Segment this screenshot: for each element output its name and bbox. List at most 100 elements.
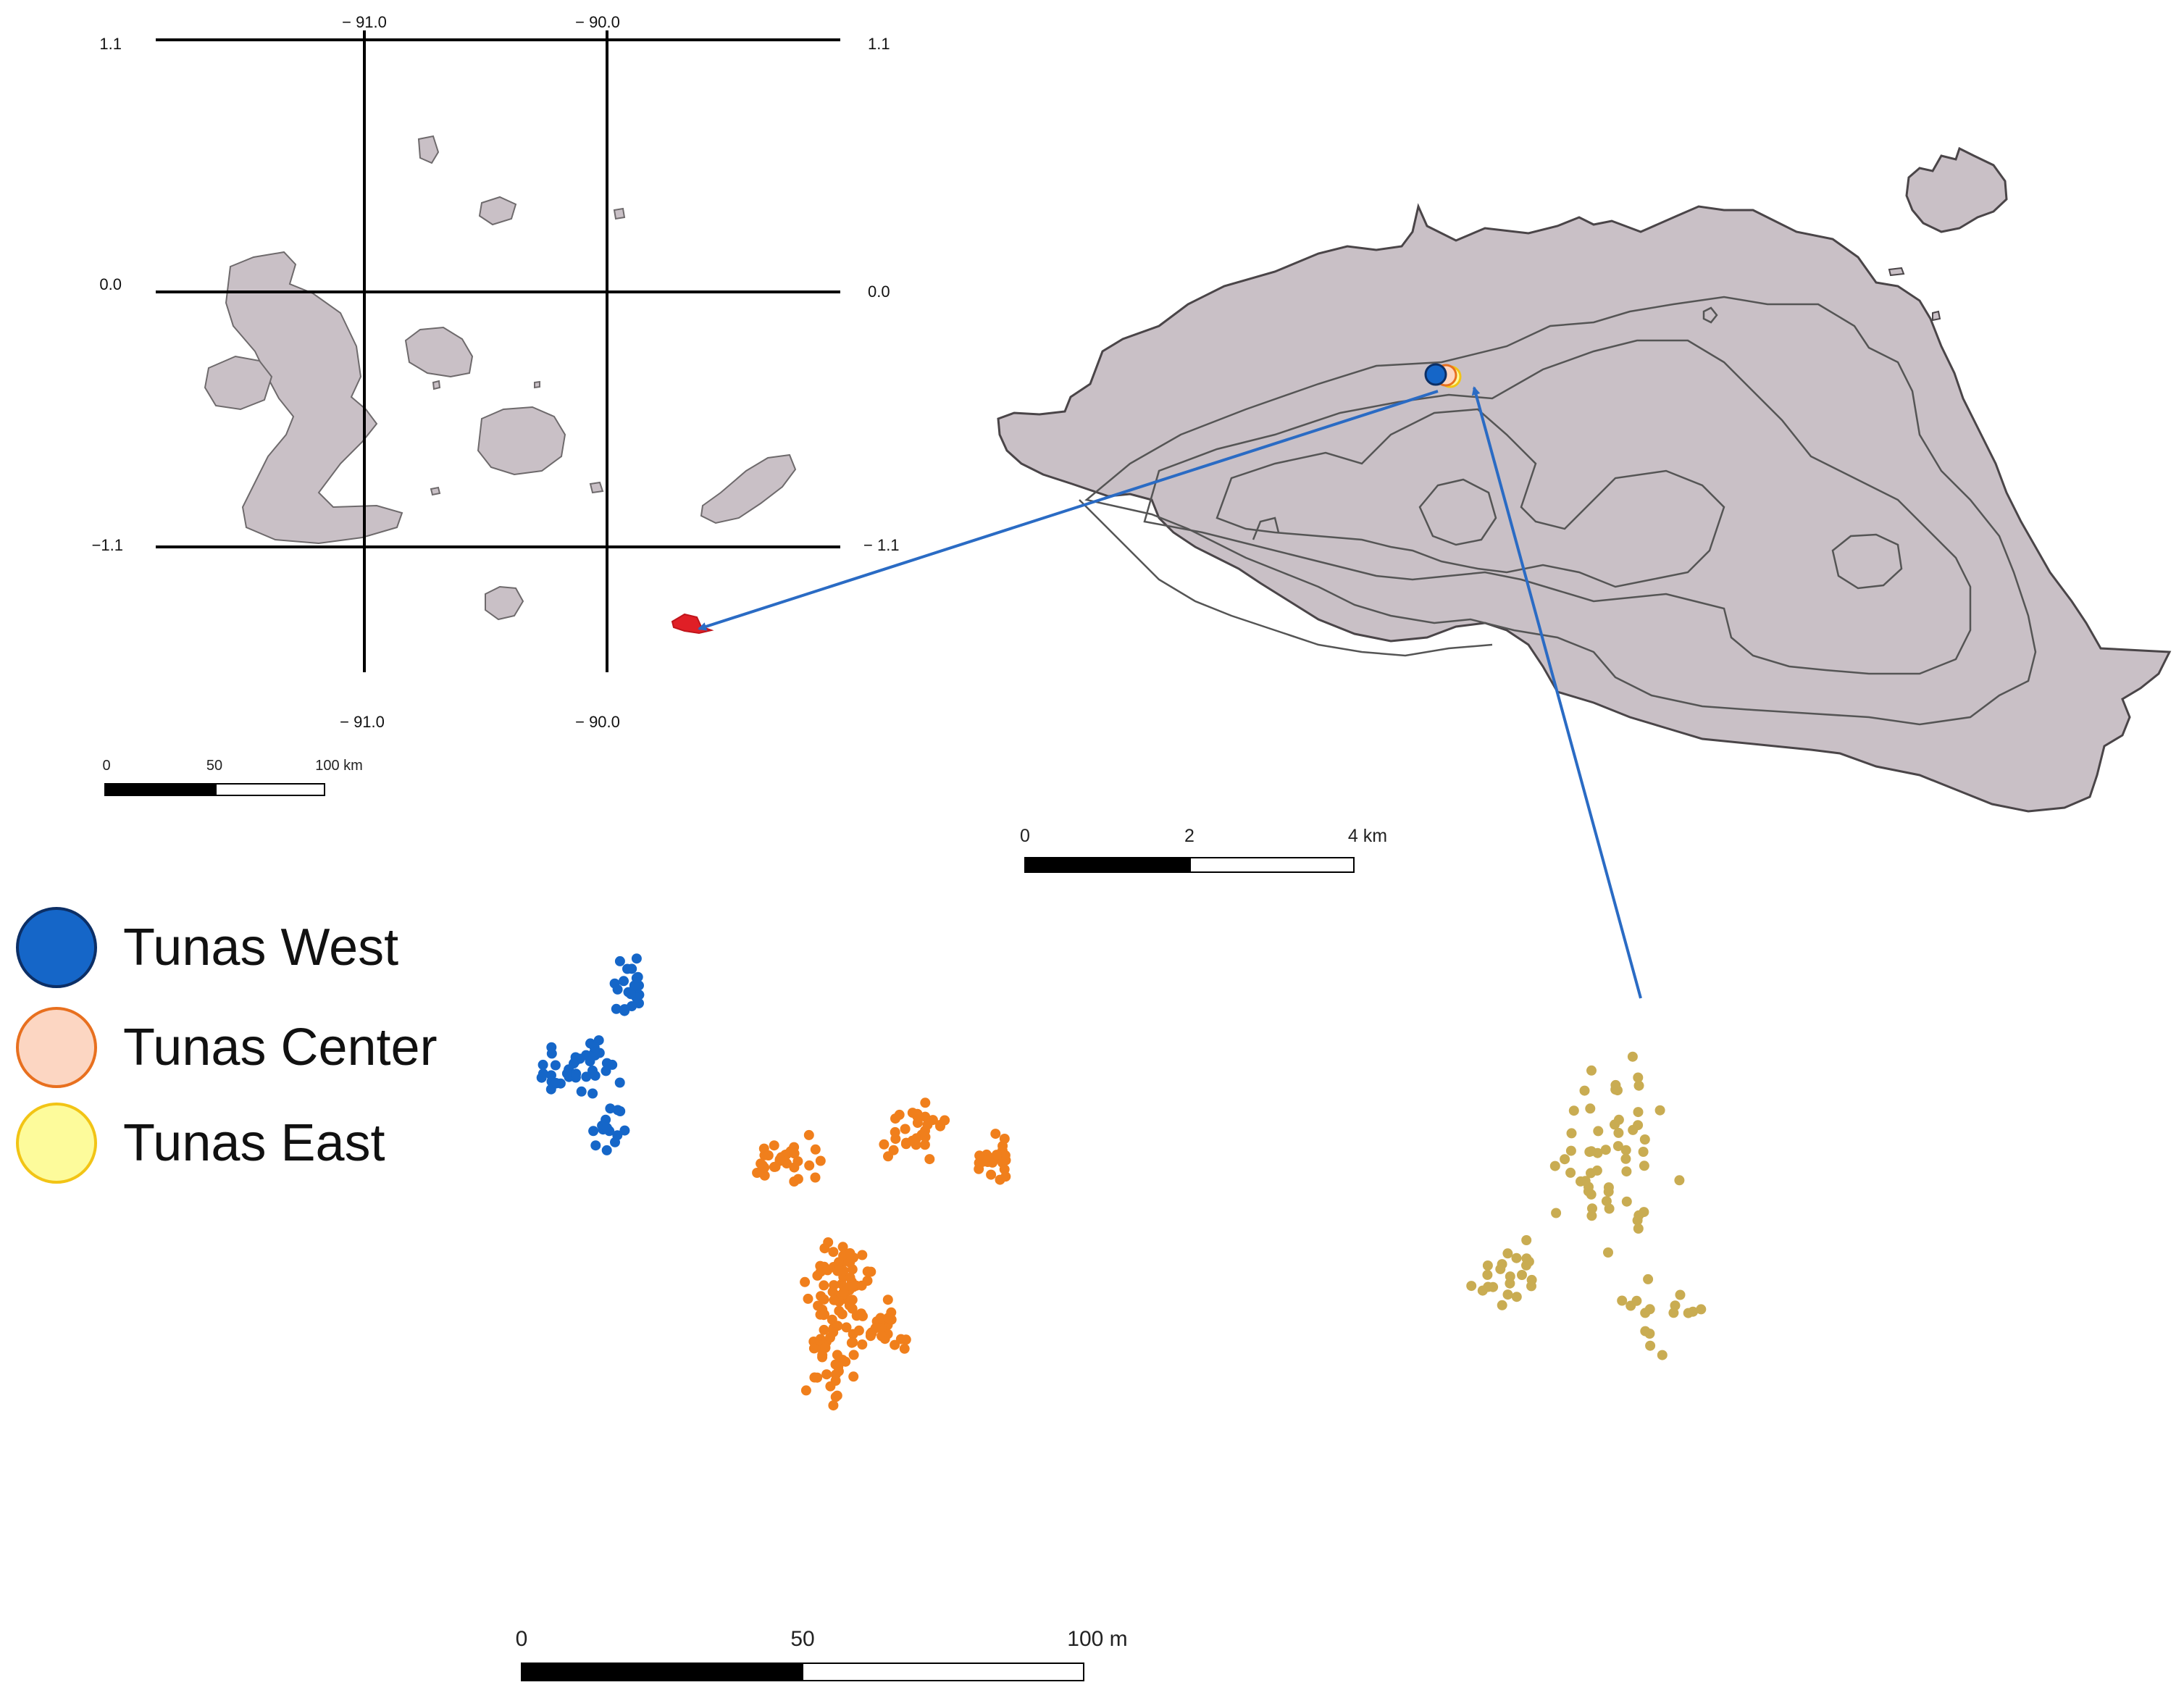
tunas-east-point: [1511, 1292, 1522, 1302]
tunas-west-point: [569, 1058, 579, 1069]
legend-item-tunas-west: Tunas West: [16, 907, 398, 988]
tunas-center-point: [1000, 1171, 1011, 1182]
contour-lines: [1079, 296, 2037, 726]
tunas-east-point: [1620, 1153, 1631, 1164]
marker-tunas-west: [1424, 363, 1447, 386]
tunas-east-point: [1579, 1085, 1590, 1096]
tunas-center-point: [857, 1339, 868, 1350]
scale-label-2: 2: [1184, 826, 1194, 846]
tunas-east-point: [1621, 1166, 1632, 1177]
tunas-center-point: [792, 1174, 803, 1184]
tunas-west-point: [601, 1066, 611, 1076]
tunas-center-point: [841, 1322, 852, 1333]
lat-label-right-neg-1-1: − 1.1: [863, 536, 900, 554]
tunas-center-point: [991, 1150, 1002, 1160]
overview-islands: [204, 135, 797, 621]
tunas-east-point: [1505, 1271, 1515, 1282]
tunas-center-point: [911, 1133, 922, 1144]
tunas-west-point: [594, 1047, 605, 1058]
tunas-center-point: [999, 1134, 1010, 1144]
tunas-west-point: [571, 1068, 582, 1079]
tunas-east-point: [1517, 1270, 1527, 1280]
tunas-center-point: [900, 1124, 911, 1134]
contour-3: [1216, 408, 1725, 588]
tunas-center-point: [920, 1132, 931, 1142]
tunas-west-point: [536, 1072, 547, 1083]
tunas-center-point: [819, 1294, 829, 1305]
tunas-east-point: [1639, 1134, 1650, 1145]
tunas-center-point: [879, 1139, 890, 1150]
contour-1: [1084, 296, 2037, 726]
tunas-east-point: [1696, 1304, 1707, 1315]
tunas-center-point: [858, 1310, 868, 1321]
tunas-center-point: [846, 1337, 857, 1348]
scale-bar-km-island: 0 2 4 km: [1020, 826, 1387, 873]
tunas-west-point: [601, 1145, 612, 1155]
scale-label-100km: 100 km: [315, 758, 363, 774]
island-genovesa: [613, 207, 626, 220]
tunas-east-point: [1482, 1260, 1493, 1271]
tunas-west-point: [619, 1125, 630, 1136]
tunas-center-point: [890, 1126, 900, 1137]
tunas-east-point: [1644, 1329, 1655, 1339]
scale-bar-m: 0 50 100 m: [516, 1627, 1128, 1681]
tunas-west-points: [536, 953, 645, 1155]
tunas-center-point: [883, 1313, 893, 1323]
tunas-east-point: [1628, 1124, 1639, 1135]
tunas-east-point: [1633, 1080, 1644, 1091]
tunas-center-point: [800, 1276, 811, 1287]
tunas-east-point: [1586, 1065, 1597, 1076]
tunas-west-point: [546, 1048, 557, 1059]
tunas-east-point: [1593, 1126, 1604, 1137]
tunas-west-point: [587, 1088, 598, 1099]
tunas-east-point: [1638, 1147, 1649, 1157]
tunas-east-point: [1610, 1079, 1621, 1090]
tunas-west-point: [610, 1137, 620, 1147]
tunas-center-point: [804, 1160, 815, 1171]
lat-label-right-0-0: 0.0: [868, 283, 890, 301]
tunas-center-point: [986, 1169, 997, 1180]
tunas-center-point: [899, 1343, 910, 1354]
tunas-center-point: [907, 1108, 918, 1118]
island-marchena: [478, 196, 517, 226]
lon-label-top-90: − 90.0: [575, 13, 620, 31]
tunas-east-point: [1477, 1285, 1488, 1296]
island-santafe: [589, 481, 604, 494]
overview-map: − 91.0 − 90.0 − 91.0 − 90.0 1.1 0.0 −1.1…: [92, 13, 900, 796]
tunas-east-point: [1645, 1340, 1656, 1351]
tunas-center-point: [774, 1154, 785, 1165]
tunas-center-point: [876, 1331, 887, 1342]
tunas-center-point: [812, 1372, 823, 1383]
tunas-center-point: [856, 1280, 867, 1291]
scale-label-0: 0: [516, 1627, 528, 1651]
tunas-west-point: [614, 955, 625, 966]
tunas-east-points: [1466, 1051, 1707, 1360]
tunas-center-point: [919, 1139, 930, 1150]
lat-label-left-neg-1-1: −1.1: [92, 536, 123, 554]
tunas-east-point: [1584, 1147, 1595, 1158]
scale-label-50: 50: [206, 758, 222, 774]
tunas-west-point: [601, 1122, 612, 1133]
tunas-west-point: [612, 984, 623, 995]
legend-swatch-tunas-west: [16, 907, 97, 988]
scale-label-0: 0: [102, 758, 110, 774]
tunas-east-point: [1495, 1263, 1506, 1274]
tunas-center-point: [769, 1140, 779, 1151]
tunas-east-point: [1551, 1208, 1562, 1218]
island-santiago: [404, 326, 474, 378]
tunas-west-point: [631, 953, 642, 964]
legend-item-tunas-east: Tunas East: [16, 1103, 385, 1184]
lat-label-left-1-1: 1.1: [99, 35, 122, 53]
tunas-east-point: [1640, 1308, 1651, 1318]
tunas-center-point: [756, 1158, 766, 1169]
tunas-west-point: [614, 1077, 625, 1088]
tunas-east-point: [1497, 1300, 1507, 1310]
tunas-east-point: [1604, 1203, 1615, 1214]
tunas-west-point: [619, 976, 629, 987]
tunas-east-point: [1587, 1203, 1597, 1214]
tunas-center-point: [847, 1303, 858, 1314]
tunas-east-point: [1488, 1281, 1499, 1292]
tunas-east-point: [1566, 1128, 1577, 1139]
lon-label-bottom-90: − 90.0: [575, 713, 620, 731]
